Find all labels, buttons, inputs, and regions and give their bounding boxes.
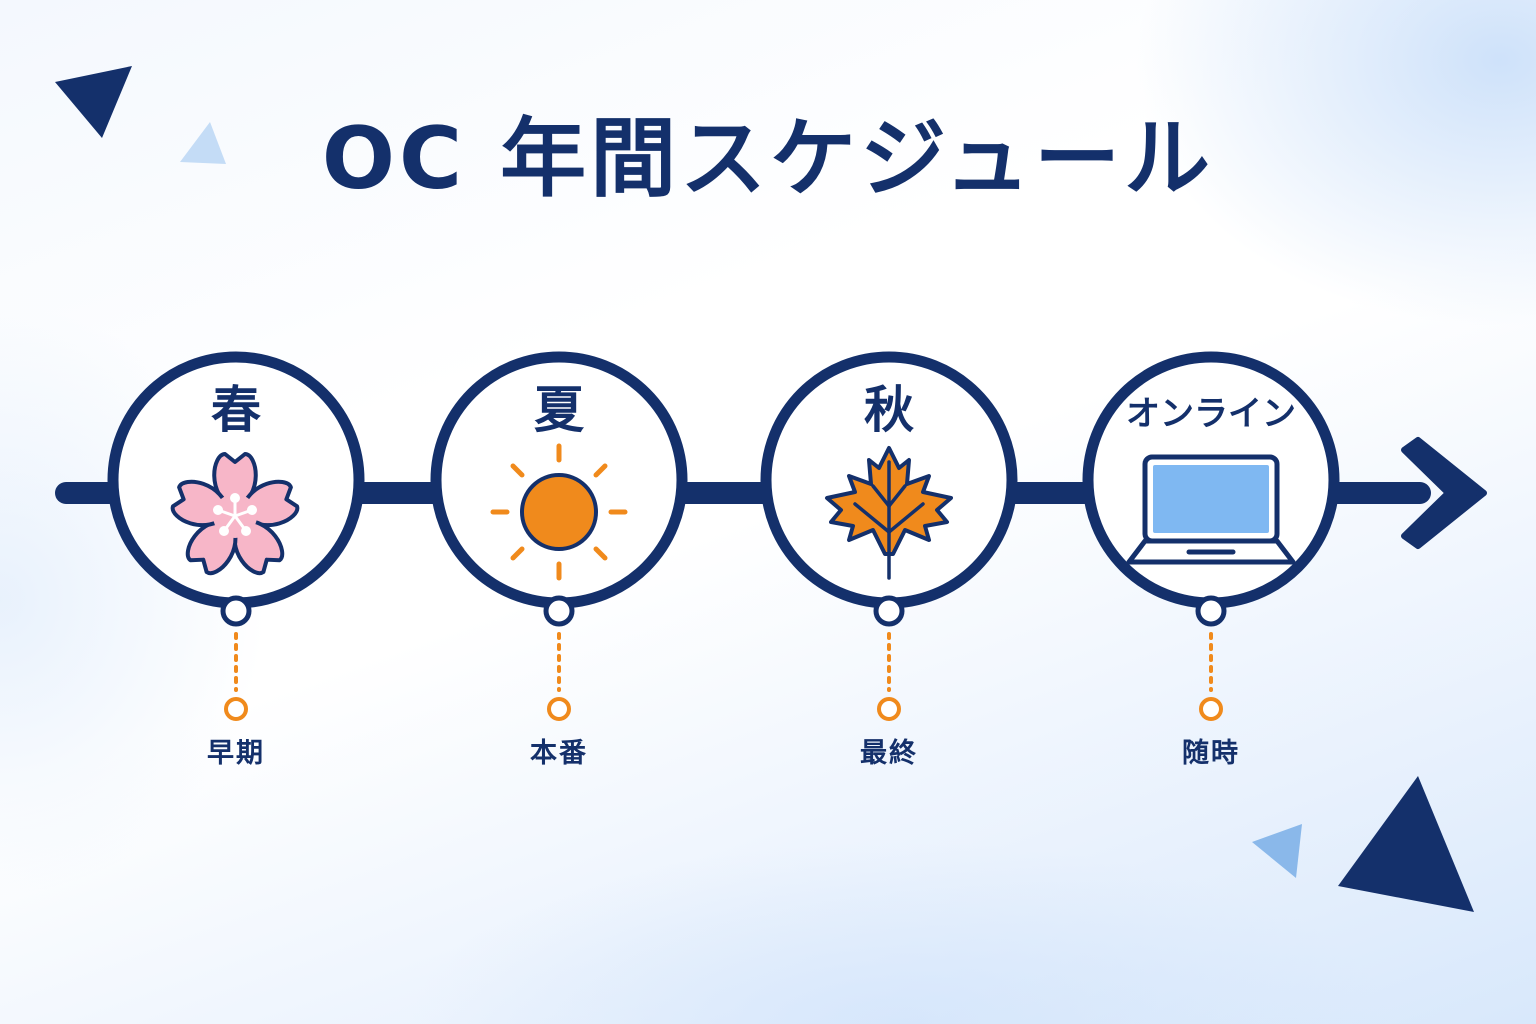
- decor-triangle-navy-topleft: [55, 66, 132, 138]
- maple-leaf-icon: [825, 446, 953, 580]
- season-label-online: オンライン: [1126, 394, 1296, 434]
- sun-icon: [490, 443, 628, 581]
- phase-label-early: 早期: [207, 738, 265, 769]
- decor-triangle-light-bottomright: [1252, 824, 1302, 878]
- connector-summer: [543, 595, 575, 721]
- season-label-summer: 夏: [534, 381, 584, 439]
- timeline-arrowhead: [1401, 437, 1487, 549]
- sakura-flower-icon: [170, 452, 300, 576]
- season-label-spring: 春: [211, 381, 261, 439]
- laptop-icon: [1126, 454, 1296, 565]
- season-label-autumn: 秋: [864, 381, 914, 439]
- decor-triangle-navy-bottomright: [1338, 776, 1474, 912]
- phase-label-final: 最終: [860, 738, 918, 769]
- connector-spring: [220, 595, 252, 721]
- connector-autumn: [873, 595, 905, 721]
- connector-online: [1195, 595, 1227, 721]
- page-title: OC 年間スケジュール: [321, 109, 1215, 209]
- decor-triangle-light-topleft: [180, 122, 226, 164]
- phase-label-anytime: 随時: [1182, 738, 1240, 769]
- phase-label-main: 本番: [530, 738, 588, 769]
